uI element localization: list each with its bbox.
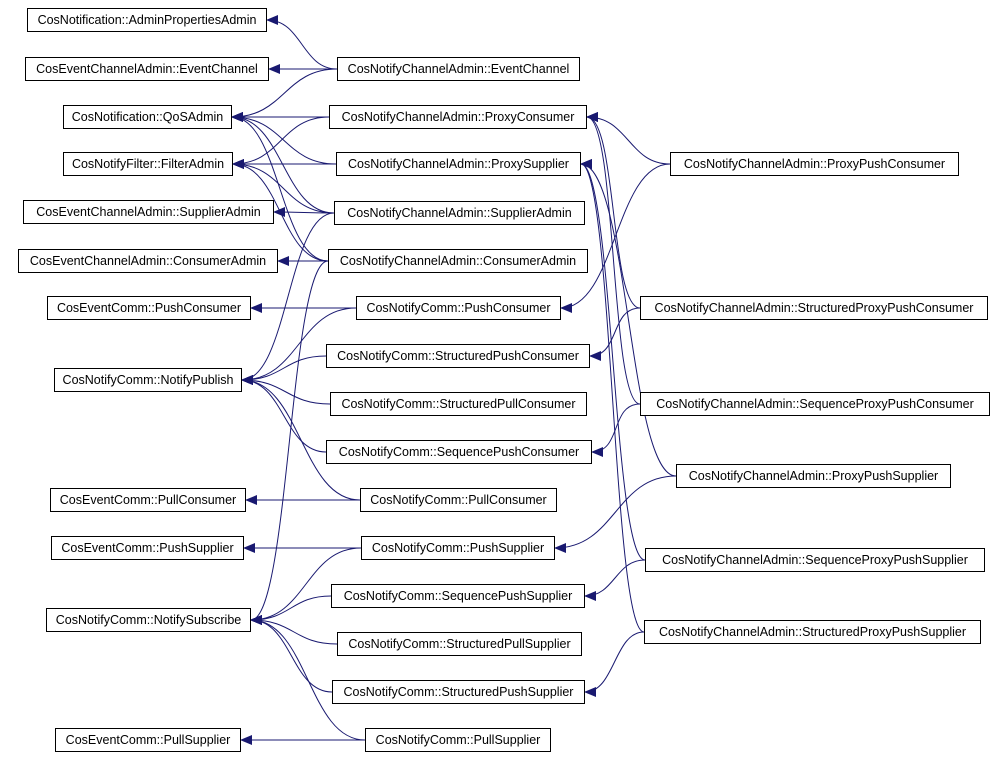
node-nca-proxy-supplier[interactable]: CosNotifyChannelAdmin::ProxySupplier [336, 152, 581, 176]
edge-nca_seq_proxy_push_consumer-to-nc_seq_push_consumer [591, 403, 641, 457]
edge-nc_seq_push_supplier-to-notify_subscribe [250, 595, 332, 625]
edge-nc_struct_pull_supplier-to-notify_subscribe [250, 615, 338, 645]
node-ev-pull-consumer[interactable]: CosEventComm::PullConsumer [50, 488, 246, 512]
node-nc-structured-pull-consumer[interactable]: CosNotifyComm::StructuredPullConsumer [330, 392, 587, 416]
edge-nca_supplier_admin-to-notify_publish [241, 212, 335, 385]
node-nc-structured-pull-supplier[interactable]: CosNotifyComm::StructuredPullSupplier [337, 632, 582, 656]
node-notify-subscribe[interactable]: CosNotifyComm::NotifySubscribe [46, 608, 251, 632]
edge-nca_consumer_admin-to-notify_subscribe [250, 260, 329, 625]
node-ev-push-supplier[interactable]: CosEventComm::PushSupplier [51, 536, 244, 560]
edge-nca_proxy_supplier-to-qos_admin [231, 112, 337, 165]
edge-nca_supplier_admin-to-qos_admin [231, 112, 335, 214]
node-nc-sequence-push-supplier[interactable]: CosNotifyComm::SequencePushSupplier [331, 584, 585, 608]
node-nca-structured-proxy-push-supplier[interactable]: CosNotifyChannelAdmin::StructuredProxyPu… [644, 620, 981, 644]
node-ec-supplier-admin[interactable]: CosEventChannelAdmin::SupplierAdmin [23, 200, 274, 224]
node-nc-pull-consumer[interactable]: CosNotifyComm::PullConsumer [360, 488, 557, 512]
node-filter-admin[interactable]: CosNotifyFilter::FilterAdmin [63, 152, 233, 176]
edge-nca_proxy_push_consumer-to-nc_push_consumer [560, 163, 671, 313]
node-nca-sequence-proxy-push-supplier[interactable]: CosNotifyChannelAdmin::SequenceProxyPush… [645, 548, 985, 572]
edge-nc_push_consumer-to-notify_publish [241, 307, 357, 385]
edge-nc_pull_consumer-to-notify_publish [241, 375, 361, 501]
node-nca-proxy-consumer[interactable]: CosNotifyChannelAdmin::ProxyConsumer [329, 105, 587, 129]
edge-nca_struct_proxy_push_consumer-to-nc_struct_push_consumer [589, 307, 641, 361]
edge-nca_struct_proxy_push_supplier-to-nc_struct_push_supplier [584, 631, 645, 697]
edge-nca_seq_proxy_push_consumer-to-nca_proxy_consumer [586, 112, 641, 405]
node-nca-supplier-admin[interactable]: CosNotifyChannelAdmin::SupplierAdmin [334, 201, 585, 225]
edge-nca_seq_proxy_push_supplier-to-nca_proxy_supplier [580, 159, 646, 561]
node-nca-proxy-push-supplier[interactable]: CosNotifyChannelAdmin::ProxyPushSupplier [676, 464, 951, 488]
edge-nc_struct_push_supplier-to-notify_subscribe [250, 615, 333, 693]
node-ev-push-consumer[interactable]: CosEventComm::PushConsumer [47, 296, 251, 320]
edge-nca_proxy_consumer-to-filter_admin [232, 116, 330, 169]
edge-nca_supplier_admin-to-filter_admin [232, 159, 335, 214]
edge-nc_struct_push_consumer-to-notify_publish [241, 355, 327, 385]
node-nc-structured-push-supplier[interactable]: CosNotifyComm::StructuredPushSupplier [332, 680, 585, 704]
edge-nc_push_supplier-to-notify_subscribe [250, 547, 362, 625]
node-nc-push-consumer[interactable]: CosNotifyComm::PushConsumer [356, 296, 561, 320]
node-qos-admin[interactable]: CosNotification::QoSAdmin [63, 105, 232, 129]
edge-nca_proxy_push_consumer-to-nca_proxy_consumer [586, 112, 671, 165]
node-admin-properties-admin[interactable]: CosNotification::AdminPropertiesAdmin [27, 8, 267, 32]
edge-nca_event_channel-to-qos_admin [231, 68, 338, 122]
node-nca-sequence-proxy-push-consumer[interactable]: CosNotifyChannelAdmin::SequenceProxyPush… [640, 392, 990, 416]
edge-nca_proxy_push_supplier-to-nca_proxy_supplier [580, 159, 677, 477]
node-nc-push-supplier[interactable]: CosNotifyComm::PushSupplier [361, 536, 555, 560]
node-ev-pull-supplier[interactable]: CosEventComm::PullSupplier [55, 728, 241, 752]
node-ec-event-channel[interactable]: CosEventChannelAdmin::EventChannel [25, 57, 269, 81]
node-nca-proxy-push-consumer[interactable]: CosNotifyChannelAdmin::ProxyPushConsumer [670, 152, 959, 176]
edge-nca_consumer_admin-to-qos_admin [231, 112, 329, 262]
node-nc-structured-push-consumer[interactable]: CosNotifyComm::StructuredPushConsumer [326, 344, 590, 368]
edge-nca_struct_proxy_push_supplier-to-nca_proxy_supplier [580, 159, 645, 633]
edge-nc_struct_pull_consumer-to-notify_publish [241, 375, 331, 405]
edge-nca_struct_proxy_push_consumer-to-nca_proxy_consumer [586, 112, 641, 309]
edge-nc_seq_push_consumer-to-notify_publish [241, 375, 327, 453]
node-nc-sequence-push-consumer[interactable]: CosNotifyComm::SequencePushConsumer [326, 440, 592, 464]
node-nca-consumer-admin[interactable]: CosNotifyChannelAdmin::ConsumerAdmin [328, 249, 588, 273]
node-notify-publish[interactable]: CosNotifyComm::NotifyPublish [54, 368, 242, 392]
edge-nca_consumer_admin-to-filter_admin [232, 159, 329, 262]
edge-nca_proxy_push_supplier-to-nc_push_supplier [554, 475, 677, 553]
node-nca-structured-proxy-push-consumer[interactable]: CosNotifyChannelAdmin::StructuredProxyPu… [640, 296, 988, 320]
edge-nc_pull_supplier-to-notify_subscribe [250, 615, 366, 741]
edge-nca_event_channel-to-admin_props [266, 15, 338, 70]
node-ec-consumer-admin[interactable]: CosEventChannelAdmin::ConsumerAdmin [18, 249, 278, 273]
node-nca-event-channel[interactable]: CosNotifyChannelAdmin::EventChannel [337, 57, 580, 81]
edge-nca_seq_proxy_push_supplier-to-nc_seq_push_supplier [584, 559, 646, 601]
node-nc-pull-supplier[interactable]: CosNotifyComm::PullSupplier [365, 728, 551, 752]
